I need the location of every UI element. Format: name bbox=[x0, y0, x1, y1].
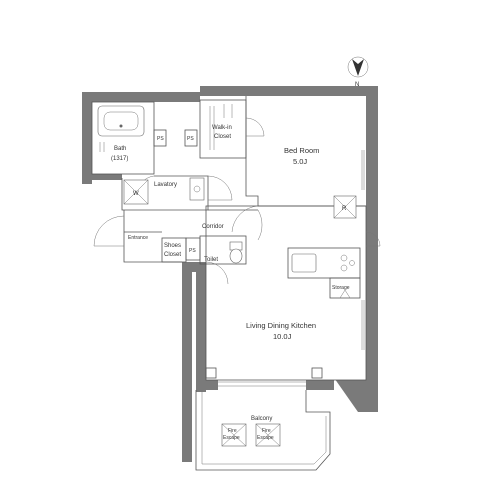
compass-label: N bbox=[355, 82, 359, 88]
exterior-walls bbox=[82, 86, 378, 462]
labels: Bath (1317) PS PS Walk-in Closet Bed Roo… bbox=[111, 125, 350, 441]
bedroom-size: 5.0J bbox=[293, 157, 307, 166]
walk-in-label-1: Walk-in bbox=[212, 125, 232, 131]
fire-escape-1-line2: Escape bbox=[223, 435, 240, 441]
toilet-label: Toilet bbox=[204, 257, 218, 263]
entrance-label: Entrance bbox=[128, 235, 148, 241]
ldk-label: Living Dining Kitchen bbox=[246, 321, 316, 330]
shoes-closet-label-2: Closet bbox=[164, 252, 181, 258]
doors bbox=[93, 117, 381, 285]
room-fills bbox=[92, 96, 366, 380]
fire-escape-2-line1: Fire bbox=[262, 428, 271, 434]
compass: N bbox=[347, 56, 369, 88]
north-arrow-icon bbox=[352, 59, 364, 76]
fire-escape-2-line2: Escape bbox=[257, 435, 274, 441]
bathtub-icon bbox=[97, 105, 145, 137]
interior-walls bbox=[91, 96, 367, 387]
balcony-area bbox=[195, 390, 331, 471]
ps-label-1: PS bbox=[157, 136, 164, 142]
storage-label: Storage bbox=[332, 285, 350, 291]
vanity-sink-icon bbox=[189, 177, 205, 201]
kitchen-sink-icon bbox=[291, 253, 317, 273]
ldk-size: 10.0J bbox=[273, 332, 292, 341]
ps-label-3: PS bbox=[189, 248, 196, 254]
shoes-closet-label-1: Shoes bbox=[164, 243, 181, 249]
ps-label-2: PS bbox=[187, 136, 194, 142]
walk-in-label-2: Closet bbox=[214, 134, 231, 140]
fixtures bbox=[97, 104, 357, 447]
fire-escape-1-line1: Fire bbox=[228, 428, 237, 434]
compass-circle bbox=[347, 56, 369, 78]
bath-size: (1317) bbox=[111, 156, 128, 162]
bath-label: Bath bbox=[114, 146, 126, 152]
bedroom-label: Bed Room bbox=[284, 146, 319, 155]
refrigerator-label: R bbox=[342, 206, 347, 212]
balcony-label: Balcony bbox=[251, 416, 272, 422]
washer-label: W bbox=[133, 191, 139, 197]
lavatory-label: Lavatory bbox=[154, 182, 177, 188]
toilet-bowl-icon bbox=[229, 248, 243, 264]
corridor-label: Corridor bbox=[202, 224, 224, 230]
